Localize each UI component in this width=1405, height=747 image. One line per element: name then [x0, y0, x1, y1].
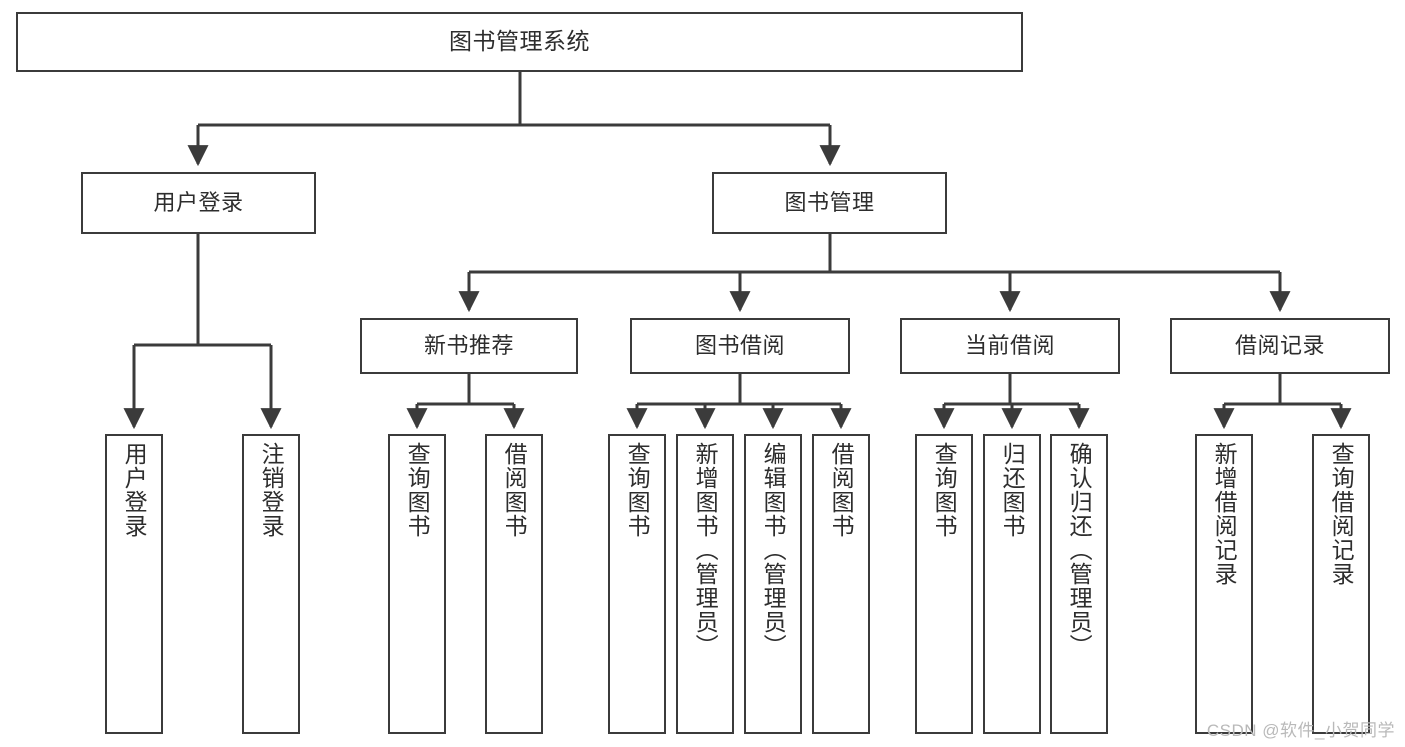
- node-book-management[interactable]: 图书管理: [712, 172, 947, 234]
- node-label: 查询图书: [624, 442, 651, 538]
- node-label: 确认归还（管理员）: [1066, 442, 1093, 658]
- leaf-add-book-admin[interactable]: 新增图书（管理员）: [676, 434, 734, 734]
- leaf-confirm-return-admin[interactable]: 确认归还（管理员）: [1050, 434, 1108, 734]
- node-label: 图书管理: [784, 189, 875, 215]
- node-label: 新增图书（管理员）: [692, 442, 719, 658]
- node-label: 编辑图书（管理员）: [760, 442, 787, 658]
- leaf-query-book-borrow[interactable]: 查询图书: [608, 434, 666, 734]
- node-current-borrow[interactable]: 当前借阅: [900, 318, 1120, 374]
- leaf-add-borrow-record[interactable]: 新增借阅记录: [1195, 434, 1253, 734]
- node-borrow-record[interactable]: 借阅记录: [1170, 318, 1390, 374]
- node-new-book-recommend[interactable]: 新书推荐: [360, 318, 578, 374]
- leaf-user-login[interactable]: 用户登录: [105, 434, 163, 734]
- node-user-login[interactable]: 用户登录: [81, 172, 316, 234]
- leaf-logout[interactable]: 注销登录: [242, 434, 300, 734]
- node-label: 借阅记录: [1234, 332, 1325, 358]
- leaf-query-borrow-record[interactable]: 查询借阅记录: [1312, 434, 1370, 734]
- node-label: 当前借阅: [964, 332, 1055, 358]
- node-label: 图书借阅: [694, 332, 785, 358]
- node-label: 图书管理系统: [449, 28, 590, 55]
- node-label: 用户登录: [121, 442, 148, 538]
- node-label: 借阅图书: [501, 442, 528, 538]
- node-label: 归还图书: [999, 442, 1026, 538]
- leaf-return-book[interactable]: 归还图书: [983, 434, 1041, 734]
- leaf-borrow-book[interactable]: 借阅图书: [812, 434, 870, 734]
- leaf-edit-book-admin[interactable]: 编辑图书（管理员）: [744, 434, 802, 734]
- node-book-borrow[interactable]: 图书借阅: [630, 318, 850, 374]
- node-label: 用户登录: [153, 189, 244, 215]
- leaf-borrow-book-recommend[interactable]: 借阅图书: [485, 434, 543, 734]
- node-label: 新增借阅记录: [1211, 442, 1238, 586]
- leaf-query-book-current[interactable]: 查询图书: [915, 434, 973, 734]
- node-label: 新书推荐: [423, 332, 514, 358]
- node-label: 查询图书: [404, 442, 431, 538]
- node-root-system[interactable]: 图书管理系统: [16, 12, 1023, 72]
- leaf-query-book-recommend[interactable]: 查询图书: [388, 434, 446, 734]
- node-label: 借阅图书: [828, 442, 855, 538]
- node-label: 注销登录: [258, 442, 285, 538]
- node-label: 查询借阅记录: [1328, 442, 1355, 586]
- node-label: 查询图书: [931, 442, 958, 538]
- csdn-watermark: CSDN @软件_小贺同学: [1206, 721, 1395, 740]
